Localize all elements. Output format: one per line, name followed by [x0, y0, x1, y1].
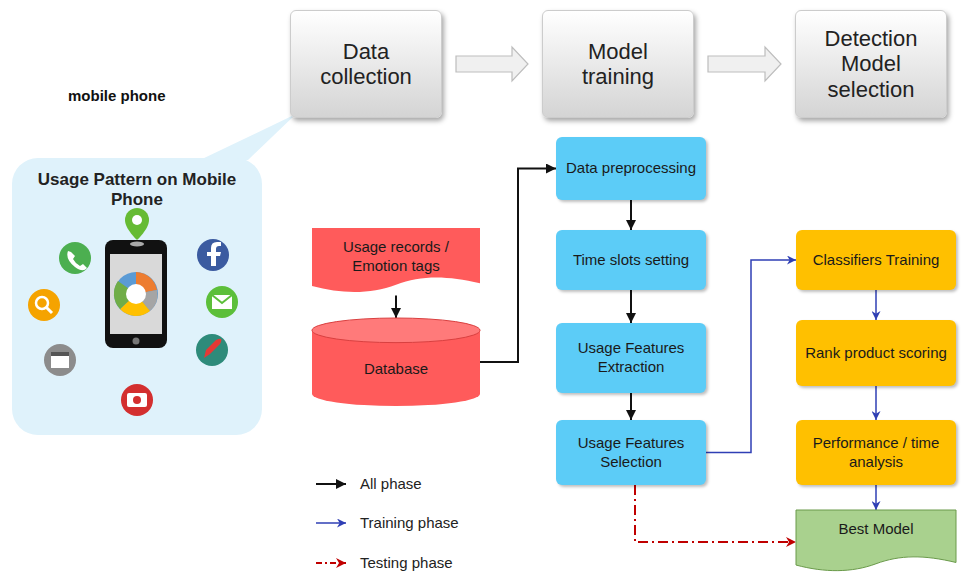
legend-text: All phase	[360, 475, 422, 492]
legend-sample	[316, 562, 346, 564]
flow-arrow	[875, 290, 877, 320]
usage-panel: Usage Pattern on Mobile Phone	[12, 158, 262, 435]
flow-arrow	[706, 260, 796, 453]
app-icons	[28, 208, 238, 416]
legend-text: Training phase	[360, 514, 459, 531]
process-box: Data preprocessing	[556, 137, 706, 200]
process-box: Time slots setting	[556, 230, 706, 290]
node-label: Best Model	[830, 516, 921, 543]
callout-tail	[200, 114, 296, 160]
database-cylinder: Database	[312, 318, 480, 406]
block-arrow	[708, 47, 781, 81]
node-label: Detection Model selection	[796, 22, 946, 106]
document-fill	[796, 510, 956, 571]
flow-arrow	[395, 296, 397, 319]
process-box: Performance / time analysis	[796, 420, 956, 485]
document-shape: Best Model	[796, 510, 956, 574]
node-label: Data preprocessing	[558, 155, 704, 182]
process-box: Rank product scoring	[796, 320, 956, 386]
stage-box: Model training	[542, 10, 694, 118]
legend-sample	[316, 522, 346, 524]
node-label: Time slots setting	[565, 247, 697, 274]
node-label: Data collection	[291, 35, 441, 94]
panel-ground	[12, 158, 262, 435]
process-box: Usage Features Selection	[556, 420, 706, 485]
process-box: Usage Features Extraction	[556, 323, 706, 393]
flow-arrow	[630, 290, 632, 323]
node-label: Rank product scoring	[797, 340, 955, 367]
process-box: Classifiers Training	[796, 230, 956, 290]
node-label: Usage Features Selection	[556, 430, 706, 476]
node-label: Usage Features Extraction	[556, 335, 706, 381]
cylinder-top	[312, 318, 480, 343]
caption-label: mobile phone	[68, 87, 166, 104]
flow-arrow	[875, 386, 877, 420]
node-label: Classifiers Training	[805, 247, 948, 274]
stage-box: Data collection	[290, 10, 442, 118]
flow-arrow	[480, 169, 556, 363]
node-label: Model training	[543, 35, 693, 94]
legend-sample	[316, 483, 346, 485]
flow-arrow	[875, 485, 877, 510]
phone-illustration	[105, 240, 167, 348]
block-arrow	[456, 47, 528, 81]
node-label: Performance / time analysis	[796, 430, 956, 476]
flow-arrow	[630, 200, 632, 230]
document-fill	[312, 228, 480, 292]
node-label: Usage Pattern on Mobile Phone	[37, 158, 237, 211]
flow-arrow	[630, 393, 632, 420]
document-shape: Usage records / Emotion tags	[312, 228, 480, 296]
legend-text: Testing phase	[360, 554, 453, 571]
node-label: Usage records / Emotion tags	[312, 234, 480, 280]
node-label: Database	[356, 356, 436, 383]
flow-arrow	[635, 485, 796, 542]
document-shape-outline	[796, 510, 956, 574]
stage-box: Detection Model selection	[795, 10, 947, 118]
